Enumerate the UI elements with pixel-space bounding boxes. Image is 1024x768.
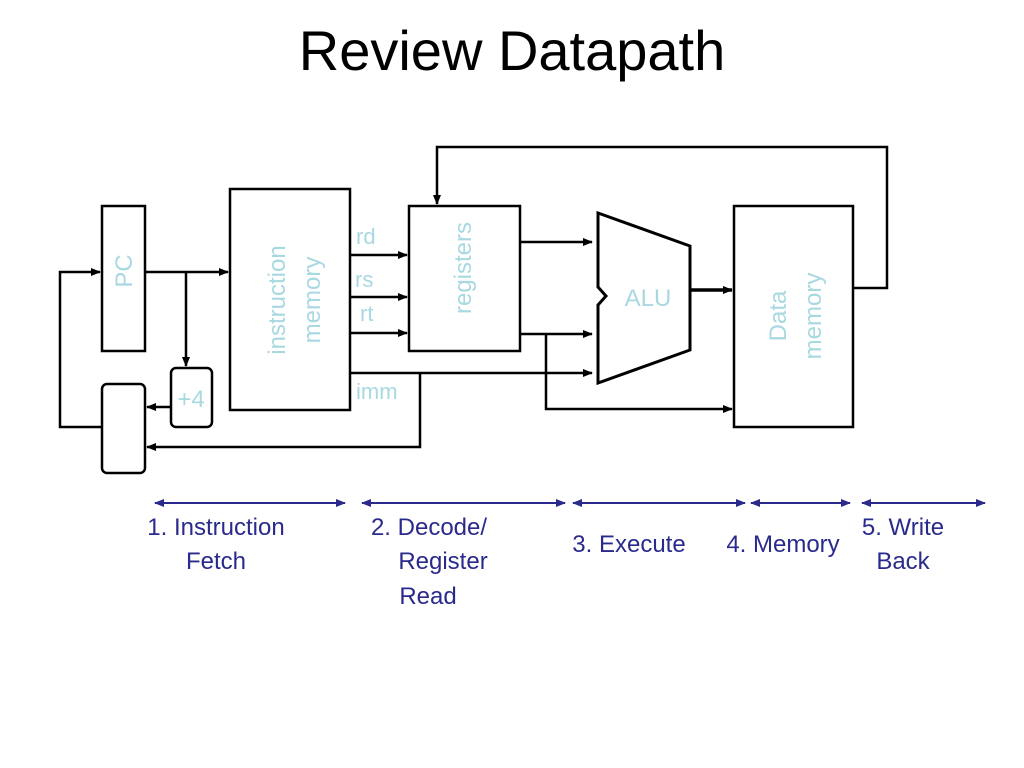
stage-label-decode-1: 2. Decode/ xyxy=(371,514,487,541)
instruction-memory-label-2: memory xyxy=(299,257,326,344)
adder xyxy=(169,366,214,429)
imm-label: imm xyxy=(356,379,398,404)
instruction-memory xyxy=(228,187,352,412)
pc-label: PC xyxy=(111,254,138,287)
pc-mux xyxy=(100,382,147,475)
store-data-wire xyxy=(544,334,733,413)
rt-label: rt xyxy=(360,301,373,326)
mux-to-pc-wire xyxy=(58,268,102,429)
stage-label-decode-3: Read xyxy=(399,583,456,610)
wires xyxy=(58,145,889,451)
rs-label: rs xyxy=(355,267,373,292)
instruction-memory-label-1: instruction xyxy=(264,245,291,354)
stage-label-decode-2: Register xyxy=(398,548,487,575)
stage-label-memory: 4. Memory xyxy=(726,531,839,558)
registers-label: registers xyxy=(450,222,477,314)
rd-label: rd xyxy=(356,224,376,249)
register-file xyxy=(407,204,522,353)
stage-label-writeback-2: Back xyxy=(876,548,930,575)
data-memory-label-2: memory xyxy=(800,273,827,360)
data-memory xyxy=(732,204,855,429)
stage-label-fetch-1: 1. Instruction xyxy=(147,514,284,541)
writeback-wire xyxy=(433,145,889,290)
branch-wire xyxy=(146,373,422,451)
alu xyxy=(596,210,692,386)
page-title: Review Datapath xyxy=(298,19,726,82)
stage-labels: 1. Instruction Fetch 2. Decode/ Register… xyxy=(147,514,944,610)
alu-label: ALU xyxy=(625,285,672,312)
stage-label-writeback-1: 5. Write xyxy=(862,514,944,541)
data-memory-label-1: Data xyxy=(765,290,792,341)
adder-label: +4 xyxy=(177,386,204,413)
stage-label-fetch-2: Fetch xyxy=(186,548,246,575)
pc-register xyxy=(100,204,147,353)
stage-label-execute: 3. Execute xyxy=(572,531,685,558)
